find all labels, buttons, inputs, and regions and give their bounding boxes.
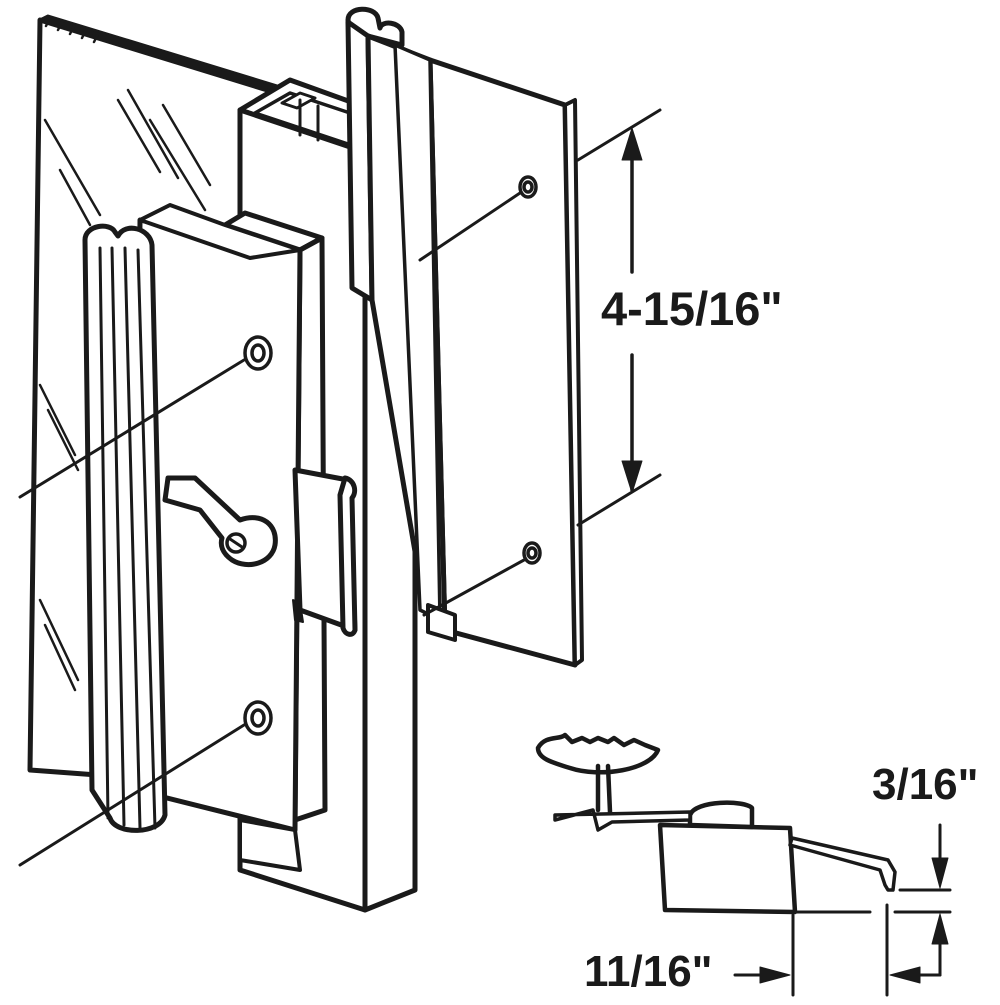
mounting-spacing-extension-lines xyxy=(576,108,662,527)
inside-handle-screw-hole-bottom xyxy=(243,700,273,736)
outside-plate-screw-hole-bottom xyxy=(522,541,542,565)
outside-pull-plate xyxy=(345,6,584,668)
latch-lever xyxy=(162,475,278,567)
mounting-spacing-dimension-arrow xyxy=(621,127,643,494)
latch-hook-detail xyxy=(535,732,897,915)
inside-handle xyxy=(82,203,328,872)
glass-reflection-lines xyxy=(38,88,212,692)
hook-thickness-dimension xyxy=(893,823,952,977)
outside-plate-screw-hole-top xyxy=(518,175,538,199)
hook-offset-dimension xyxy=(733,903,942,997)
inside-handle-screw-hole-top xyxy=(243,335,273,371)
hook-offset-label: 11/16" xyxy=(584,947,713,996)
hook-thickness-label: 3/16" xyxy=(872,760,979,809)
mounting-screw-leader-lines xyxy=(18,191,526,867)
mounting-hole-spacing-label: 4-15/16" xyxy=(601,282,783,335)
latch-keeper-clip xyxy=(292,467,358,637)
